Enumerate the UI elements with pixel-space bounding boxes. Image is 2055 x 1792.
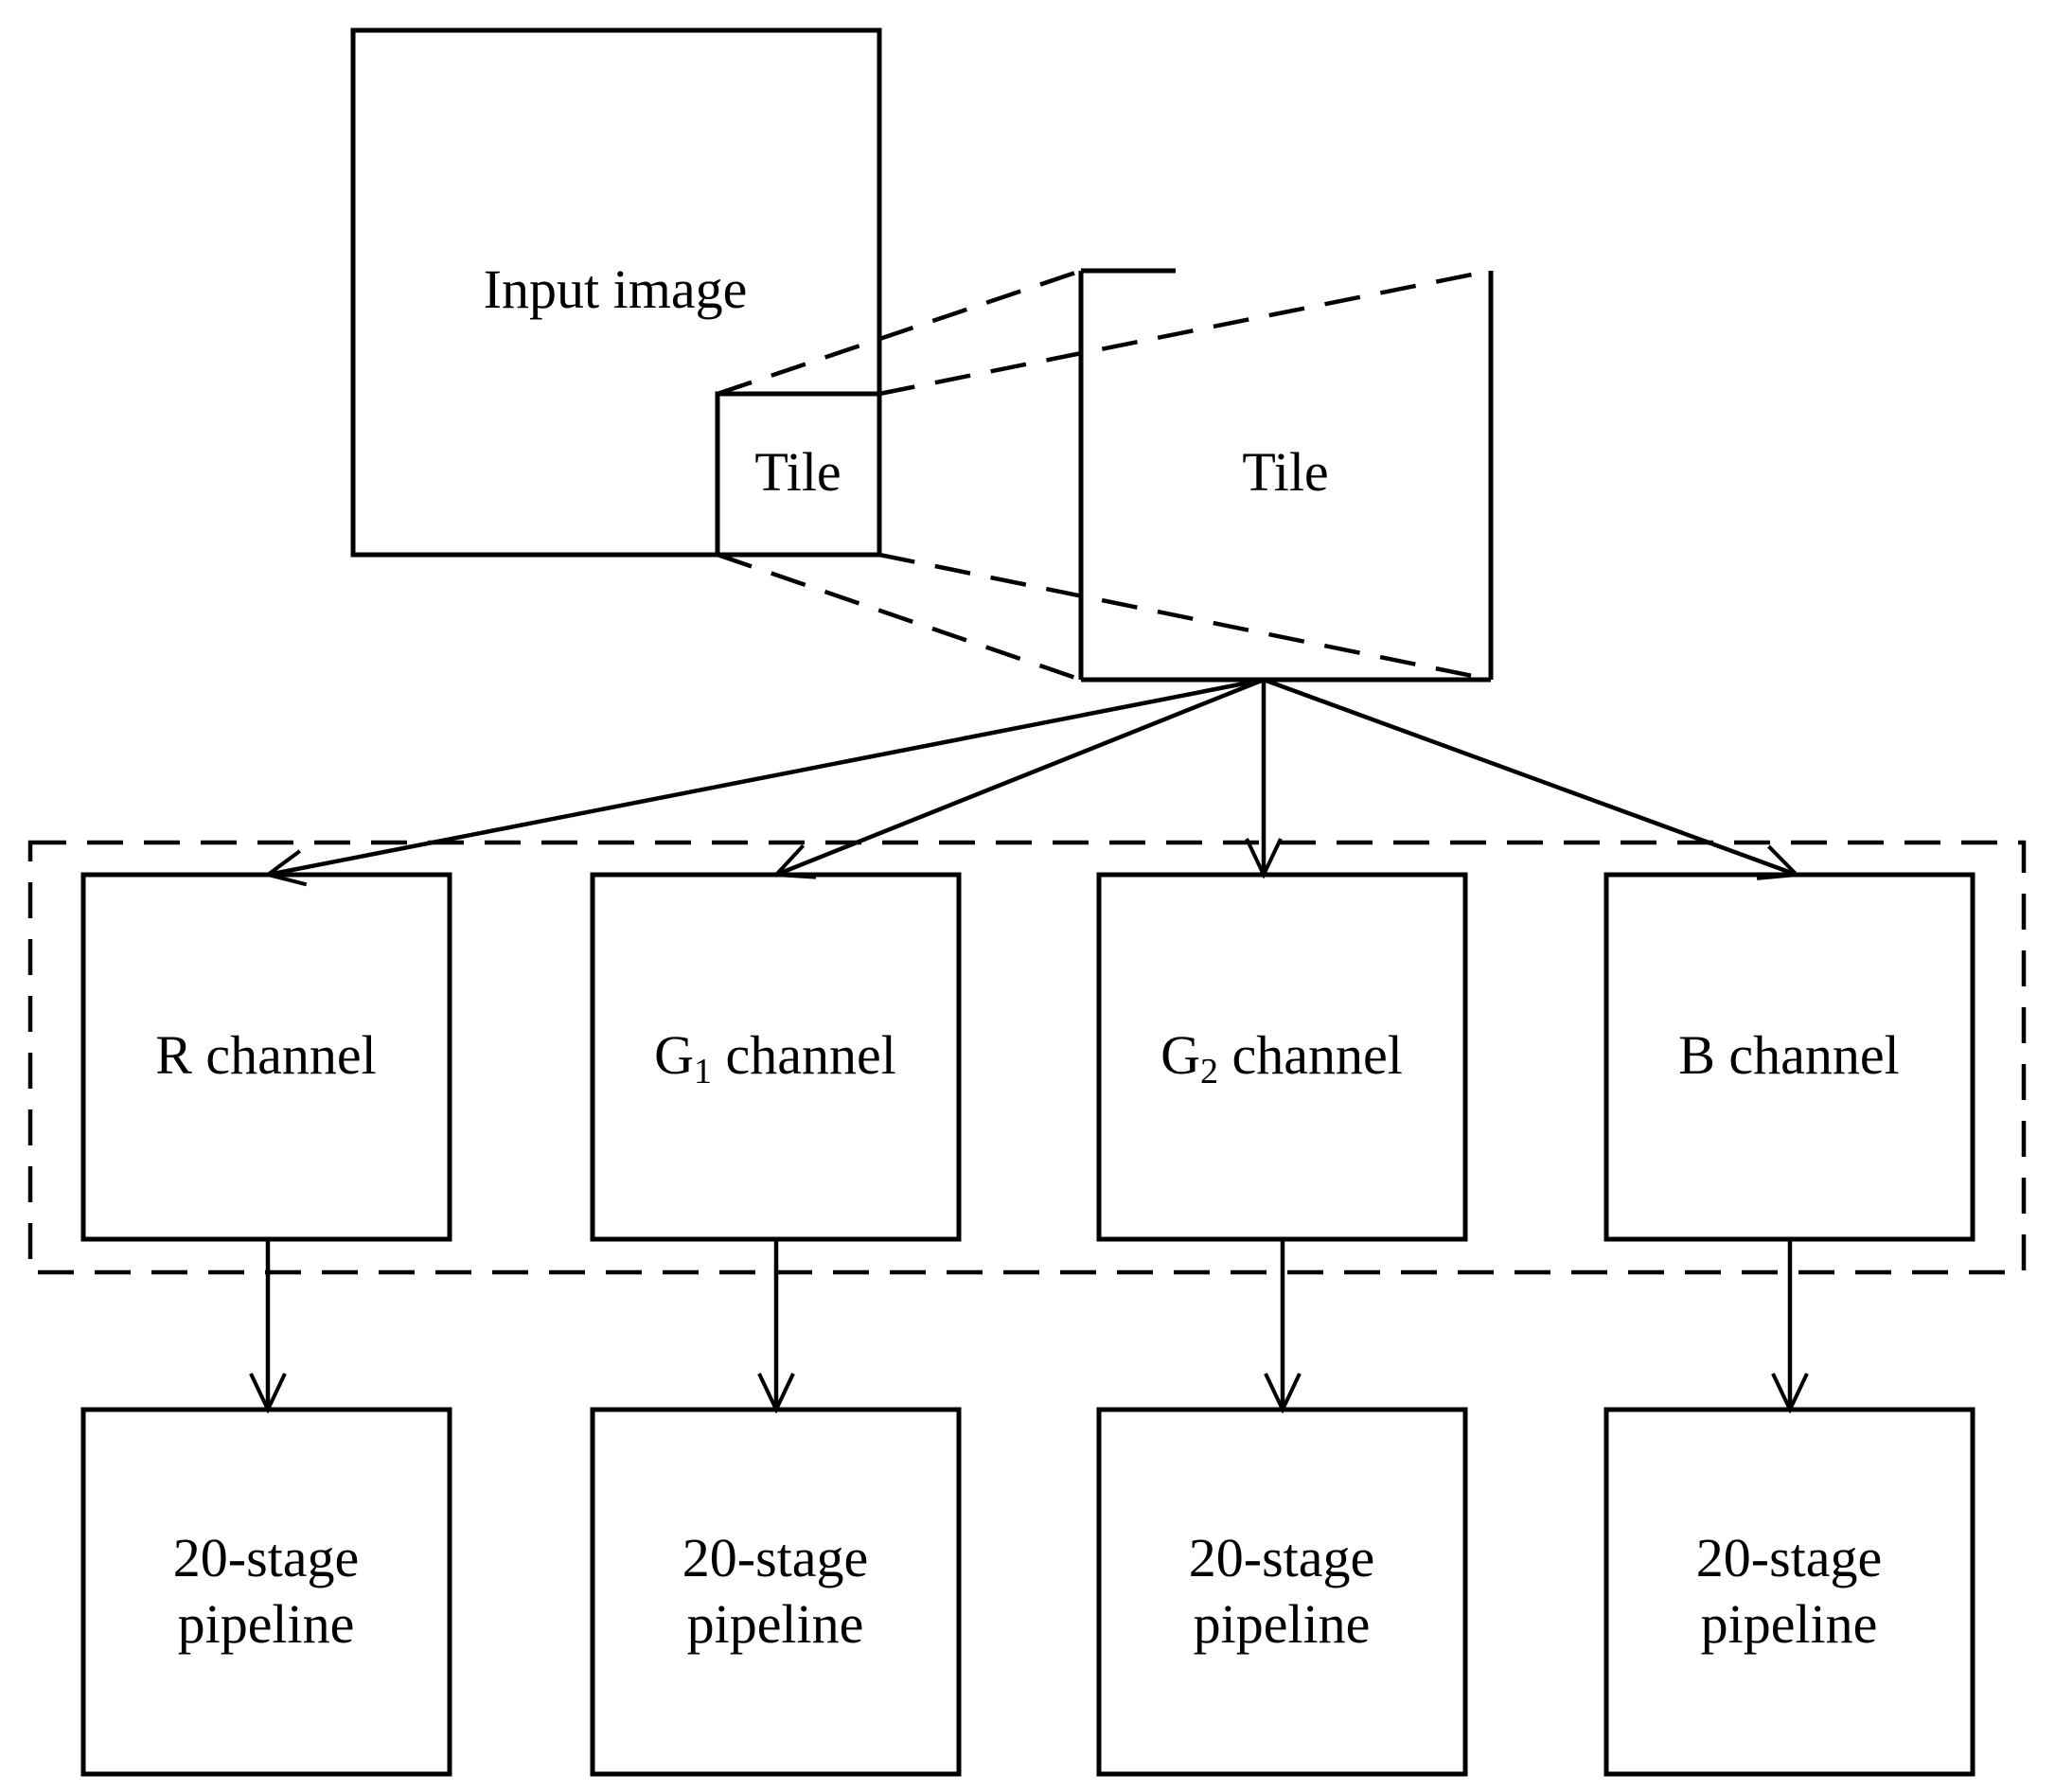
arrow-to-r-channel xyxy=(268,677,1265,875)
pipeline-box-3 xyxy=(1096,1407,1468,1777)
pipeline-label-3-line1: 20-stage xyxy=(1189,1527,1375,1588)
pipeline-arrows xyxy=(268,1239,1790,1410)
tile-large-box xyxy=(1078,268,1494,683)
pipeline-label-2-line2: pipeline xyxy=(687,1593,864,1655)
pipeline-box-2 xyxy=(590,1407,962,1777)
tile-large-label: Tile xyxy=(1242,441,1328,503)
channel-label-g2: G2 channel xyxy=(1160,1024,1403,1091)
tile-small-label: Tile xyxy=(754,441,841,503)
fanout-arrows xyxy=(268,677,1797,875)
input-image-box xyxy=(350,27,882,558)
pipeline-label-4-line2: pipeline xyxy=(1701,1593,1878,1655)
channel-label-r: R channel xyxy=(155,1024,377,1086)
zoom-projection-lines xyxy=(717,268,1492,683)
pipeline-label-3-line2: pipeline xyxy=(1194,1593,1371,1655)
pipeline-box-4 xyxy=(1603,1407,1975,1777)
pipeline-label-2-line1: 20-stage xyxy=(682,1527,869,1588)
channel-label-g1: G1 channel xyxy=(654,1024,896,1091)
pipeline-label-4-line1: 20-stage xyxy=(1696,1527,1883,1588)
tile-small-box xyxy=(715,391,882,558)
pipeline-box-1 xyxy=(80,1407,452,1777)
arrow-to-b-channel xyxy=(1263,677,1797,875)
pipeline-label-1-line2: pipeline xyxy=(178,1593,355,1655)
channel-label-b: B channel xyxy=(1678,1024,1900,1086)
arrow-to-g1-channel xyxy=(776,677,1265,875)
pipeline-label-1-line1: 20-stage xyxy=(173,1527,360,1588)
channel-group-box xyxy=(27,840,2027,1275)
input-image-label: Input image xyxy=(484,258,748,320)
